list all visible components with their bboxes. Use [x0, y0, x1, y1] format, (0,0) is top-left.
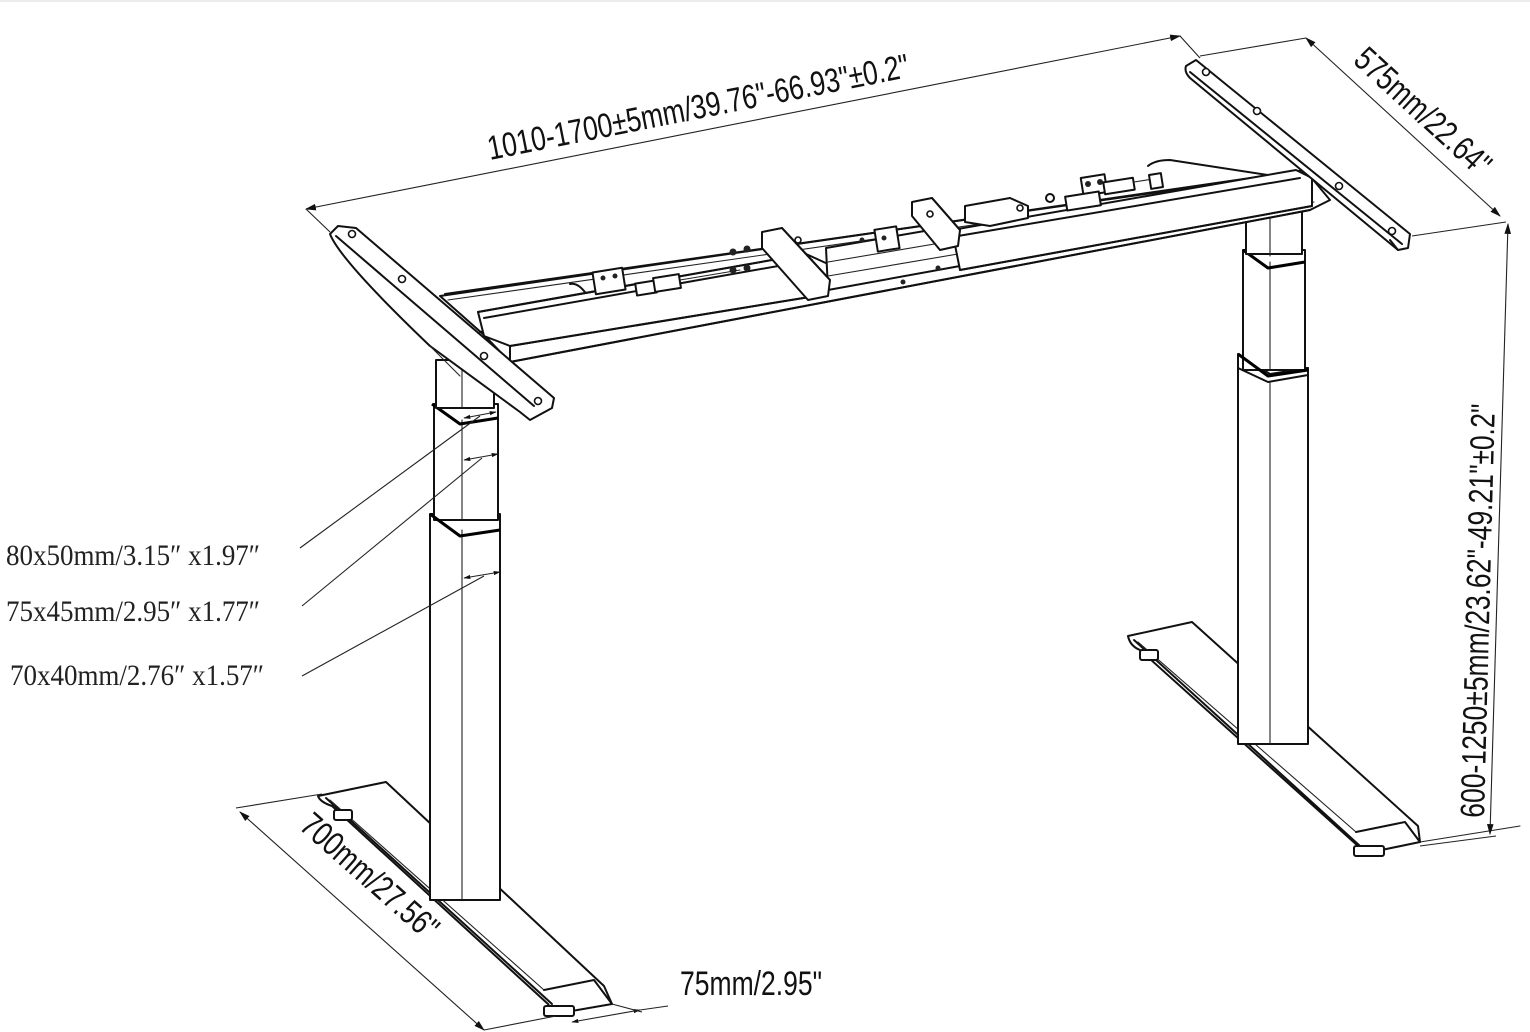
leg-section-labels: 80x50mm/3.15″ x1.97″ 75x45mm/2.95″ x1.77…	[6, 540, 264, 693]
leg-section-label-2: 75x45mm/2.95″ x1.77″	[6, 596, 260, 629]
left-top-bracket	[329, 225, 555, 421]
height-dimension-label: 600-1250±5mm/23.62"-49.21"±0.2"	[1454, 403, 1503, 818]
leg-section-label-1: 80x50mm/3.15″ x1.97″	[6, 540, 260, 573]
height-dimension: 600-1250±5mm/23.62"-49.21"±0.2"	[1419, 222, 1512, 847]
right-column	[1237, 209, 1309, 745]
foot-width-dimension: 75mm/2.95"	[571, 965, 822, 1023]
leg-section-leaders	[299, 415, 485, 677]
depth-dimension-label: 575mm/22.64"	[1347, 40, 1499, 184]
right-leg	[1127, 209, 1521, 857]
left-mechanism	[591, 245, 751, 297]
left-leg	[317, 359, 613, 1017]
left-column	[429, 359, 501, 901]
width-dimension-label: 1010-1700±5mm/39.76"-66.93"±0.2"	[484, 47, 912, 167]
crossbar	[439, 159, 1331, 363]
leg-section-label-3: 70x40mm/2.76″ x1.57″	[10, 660, 264, 693]
foot-width-dimension-label: 75mm/2.95"	[680, 965, 822, 1003]
